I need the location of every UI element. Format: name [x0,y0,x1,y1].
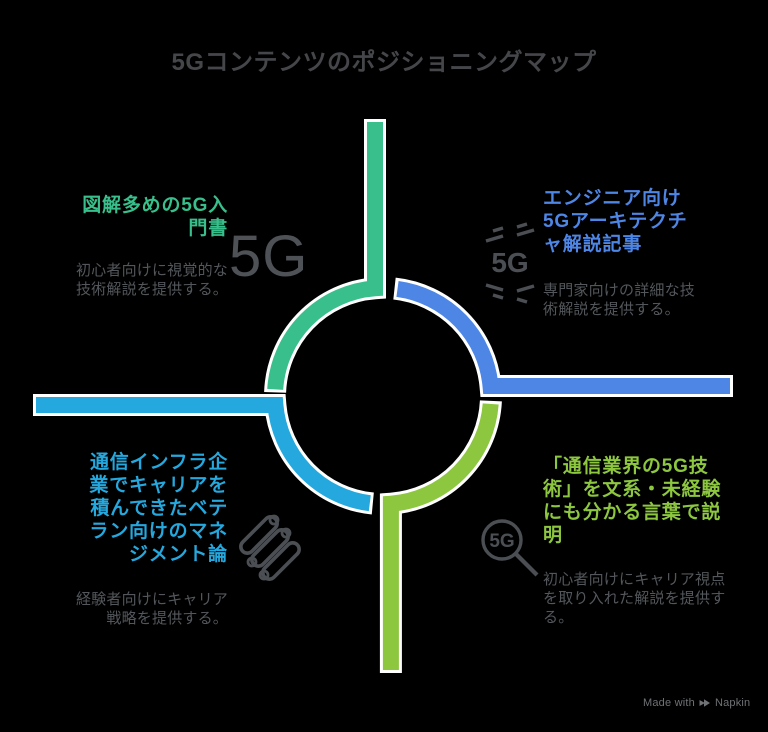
napkin-logo-shape [703,699,710,707]
pens-icon [239,514,301,581]
5g-magnifier-icon: 5G [481,519,539,577]
axis-top-green [267,122,383,391]
pen-tip-dot [268,514,280,526]
axis-left-cyan [36,397,371,512]
signal-dash [516,222,528,229]
pen-capsule [239,515,279,555]
signal-dash [492,293,504,300]
magnifier-lens [481,519,523,561]
pen-capsule [261,541,301,581]
5g-magnifier-icon-label: 5G [489,531,514,552]
quadrant-bottom-left-description: 経験者向けにキャリア 戦略を提供する。 [75,591,228,627]
napkin-logo-icon [699,699,710,707]
axis-bottom-lime [382,403,499,670]
pen-tip-dot [258,569,270,581]
pen-tip-dot [246,556,258,568]
pen-tip-dot [280,527,292,539]
signal-dash [485,234,504,243]
5g-signal-icon-label: 5G [491,247,528,278]
cross-axes [36,122,730,670]
big-5g-watermark-text: 5G [229,224,309,289]
quadrant-top-left-heading: 図解多めの5G入 門書 [82,195,228,239]
quadrant-top-right-description: 専門家向けの詳細な技 術解説を提供する。 [543,282,696,318]
signal-dash [485,283,504,292]
made-with-napkin-watermark: Made with Napkin [643,696,750,710]
quadrant-bottom-left-heading: 通信インフラ企 業でキャリアを 積んできたベテ ラン向けのマネ ジメント論 [89,452,228,565]
5g-signal-icon: 5G [485,222,535,304]
signal-dash [492,226,504,233]
quadrant-top-right-heading: エンジニア向け 5Gアーキテクチ ャ解説記事 [543,188,688,255]
quadrant-bottom-right-heading: 「通信業界の5G技 術」を文系・未経験 にも分かる言葉で説 明 [543,456,722,546]
signal-dash [516,228,535,237]
signal-dash [516,297,528,304]
signal-dash [516,284,535,293]
magnifier-handle [514,552,539,577]
made-with-text: Made with [643,697,695,709]
quadrant-bottom-right-description: 初心者向けにキャリア視点 を取り入れた解説を提供す る。 [543,571,726,626]
page-title: 5Gコンテンツのポジショニングマップ [171,49,597,76]
axis-right-blue [396,280,730,394]
quadrant-top-left-description: 初心者向けに視覚的な 技術解説を提供する。 [75,262,228,298]
napkin-logo-shape [699,700,705,706]
napkin-brand-text: Napkin [714,697,751,709]
